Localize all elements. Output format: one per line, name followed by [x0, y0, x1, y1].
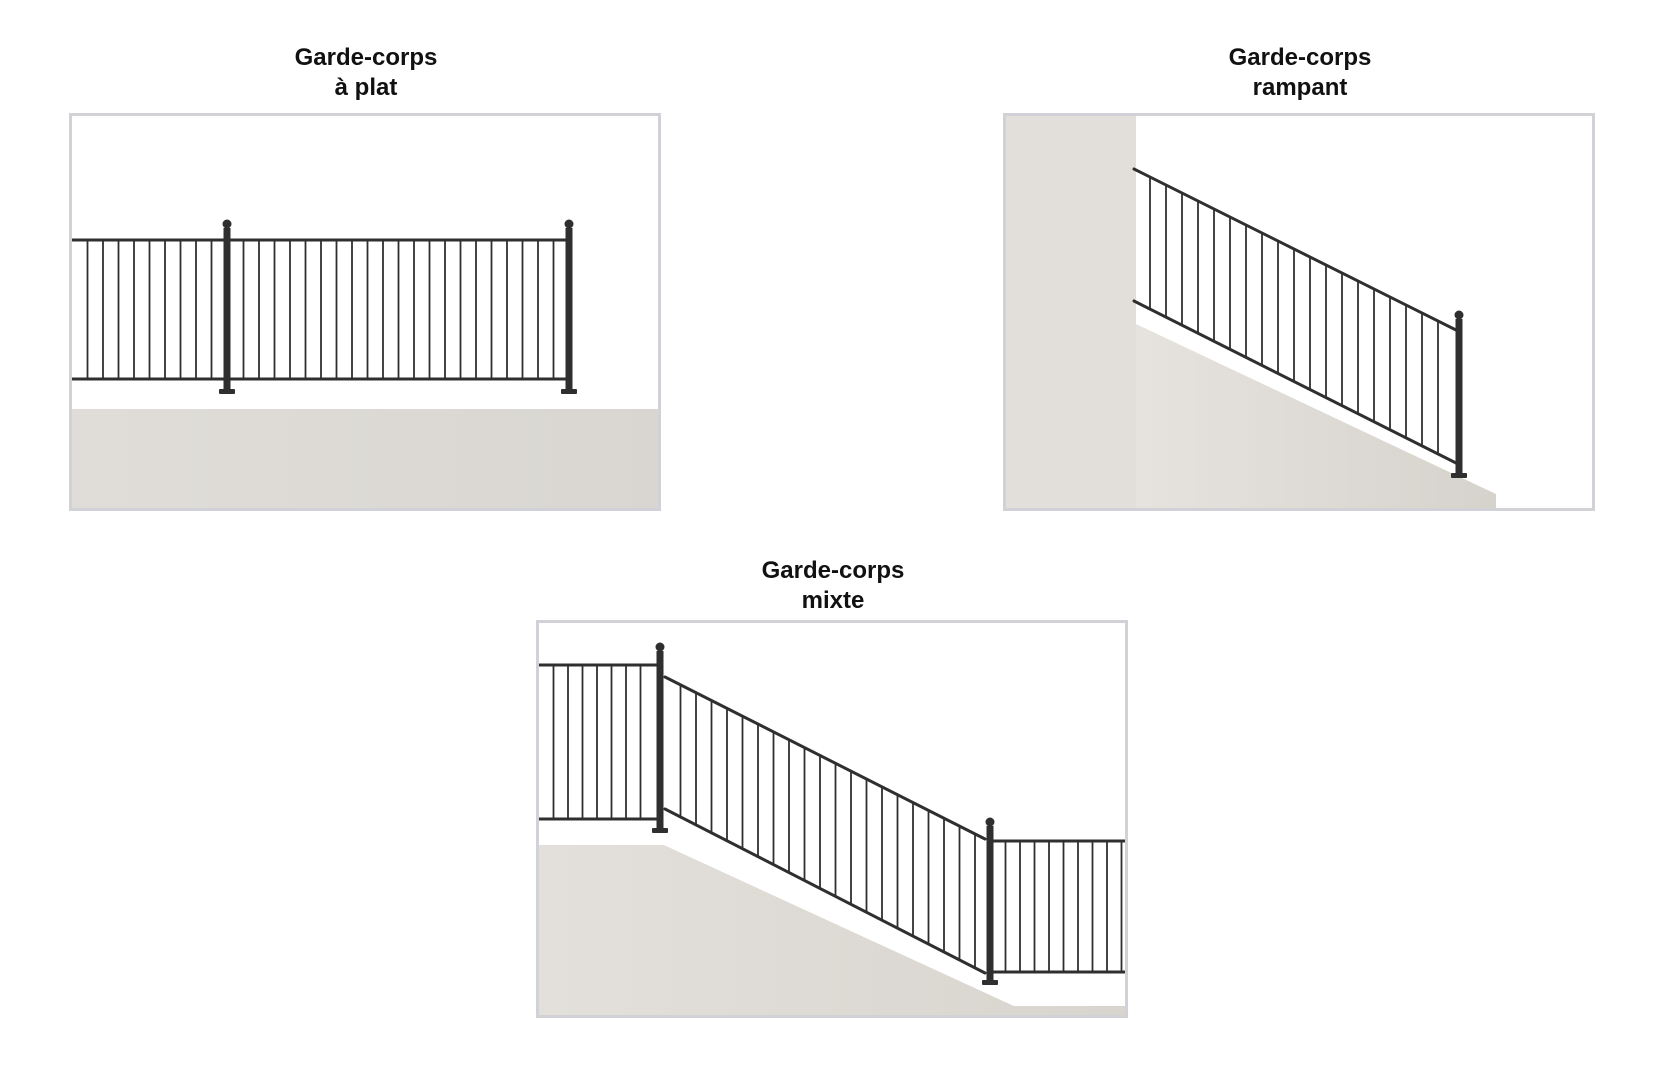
bottom-rail — [1132, 299, 1460, 466]
sloped-railing-illustration — [1006, 116, 1496, 508]
panel-title: Garde-corps à plat — [69, 43, 663, 103]
top-rail — [1132, 167, 1460, 333]
illustration-frame — [1003, 113, 1595, 511]
post-base — [561, 389, 577, 394]
panel-title-line1: Garde-corps — [1228, 44, 1372, 71]
railing-post — [656, 651, 664, 831]
railing-post — [565, 228, 573, 392]
post-base — [1451, 473, 1467, 478]
illustration-frame — [69, 113, 661, 511]
panel-title-line1: Garde-corps — [294, 44, 438, 71]
railing — [72, 219, 577, 394]
railing — [539, 642, 1125, 985]
railing-post — [986, 826, 994, 983]
panel-sloped: Garde-corps rampant — [1003, 43, 1597, 518]
post-finial — [655, 642, 665, 652]
wall — [1006, 116, 1136, 508]
post-base — [982, 980, 998, 985]
mixed-railing-illustration — [539, 642, 1125, 1015]
stair-edge — [664, 835, 1014, 1006]
post-finial — [564, 219, 574, 229]
flat-railing-illustration — [72, 219, 658, 508]
panel-title-line2: à plat — [334, 74, 398, 101]
panel-title-line2: mixte — [801, 587, 865, 614]
post-base — [219, 389, 235, 394]
railing-post — [1455, 319, 1463, 476]
top-rail — [663, 675, 987, 841]
railing-post — [223, 228, 231, 392]
stair-slope — [1136, 324, 1496, 508]
panel-title: Garde-corps rampant — [1003, 43, 1597, 103]
post-finial — [1454, 310, 1464, 320]
panel-title: Garde-corps mixte — [536, 556, 1130, 616]
panel-mixed: Garde-corps mixte — [536, 556, 1130, 1026]
panel-flat: Garde-corps à plat — [69, 43, 663, 518]
stair-edge — [1136, 314, 1496, 494]
railing — [1132, 167, 1467, 478]
post-base — [652, 828, 668, 833]
bottom-rail — [663, 807, 987, 975]
panel-title-line2: rampant — [1252, 74, 1348, 101]
ground-slope — [539, 845, 1125, 1015]
post-finial — [222, 219, 232, 229]
post-finial — [985, 817, 995, 827]
panel-title-line1: Garde-corps — [761, 557, 905, 584]
illustration-frame — [536, 620, 1128, 1018]
ground-floor — [72, 409, 658, 508]
